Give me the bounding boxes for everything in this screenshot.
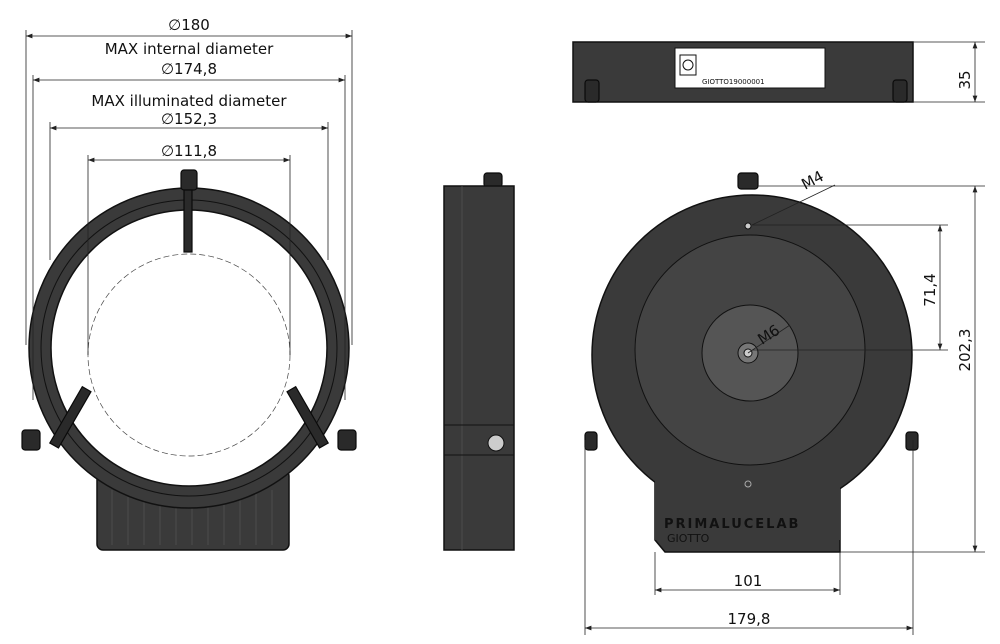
model-logo: GIOTTO	[667, 532, 710, 545]
dim-top-height: 35	[956, 70, 974, 89]
dim-offset: 71,4	[921, 273, 939, 306]
dim-m4-hole: M4	[798, 167, 826, 193]
front-view: PRIMALUCELAB GIOTTO	[584, 172, 919, 553]
label-internal-diameter: MAX internal diameter	[105, 40, 274, 58]
front-dimensions	[584, 184, 985, 635]
dim-base-width: 101	[734, 572, 763, 590]
top-view: GIOTTO19000001	[572, 41, 985, 103]
side-view	[443, 172, 515, 551]
brand-logo: PRIMALUCELAB	[664, 517, 800, 532]
dim-front-height: 202,3	[956, 329, 974, 372]
dim-outer-diameter: ∅180	[168, 16, 210, 34]
dim-inner-diameter: ∅111,8	[161, 142, 217, 160]
dim-illuminated-diameter: ∅152,3	[161, 110, 217, 128]
left-dimensions	[25, 30, 353, 400]
dim-internal-diameter: ∅174,8	[161, 60, 217, 78]
dim-total-width: 179,8	[728, 610, 771, 628]
serial-label: GIOTTO19000001	[702, 78, 765, 86]
left-view-ring	[21, 169, 357, 551]
label-illuminated-diameter: MAX illuminated diameter	[91, 92, 287, 110]
